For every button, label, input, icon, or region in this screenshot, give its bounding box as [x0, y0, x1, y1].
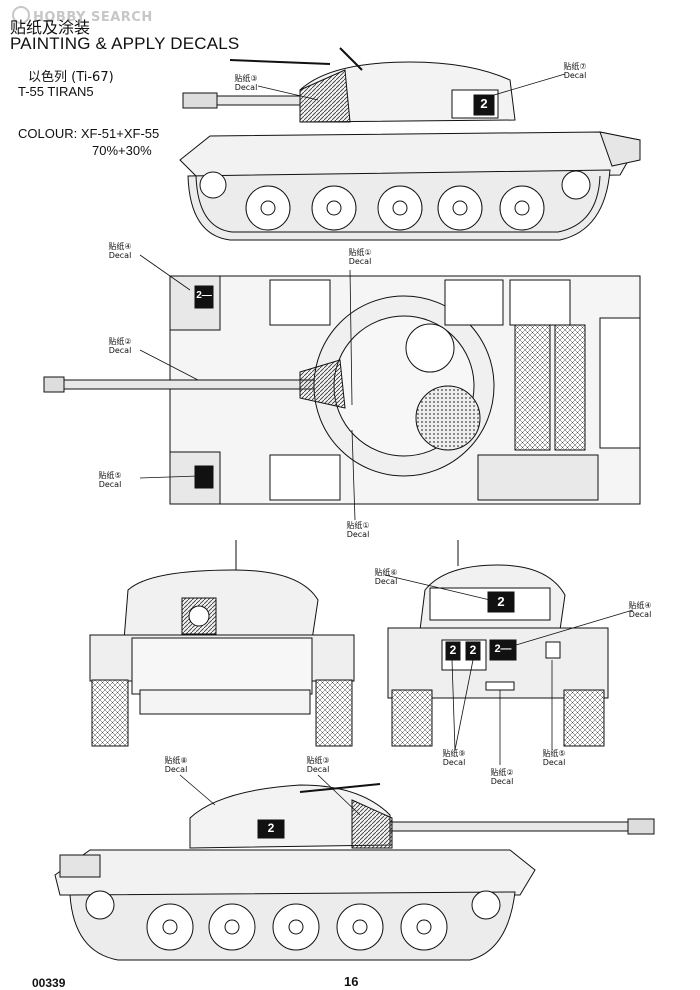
- colour-spec: COLOUR: XF-51+XF-55: [18, 126, 160, 141]
- front-view: [89, 540, 355, 747]
- callout-en: Decal: [234, 83, 258, 92]
- bottom-side-number: 2: [267, 821, 275, 835]
- callout-side-bot-8: 贴纸⑧ Decal: [156, 756, 196, 774]
- callout-rear-4: 贴纸④ Decal: [620, 601, 660, 619]
- colour-ratio: 70%+30%: [92, 143, 152, 158]
- callout-cn: 贴纸④: [628, 601, 652, 610]
- callout-en: Decal: [490, 777, 514, 786]
- callout-en: Decal: [348, 257, 372, 266]
- footer-code: 00339: [32, 976, 66, 990]
- callout-top-2: 贴纸② Decal: [100, 337, 140, 355]
- rear-number-a: 2: [449, 643, 457, 657]
- page-number: 16: [344, 974, 359, 989]
- callout-cn: 贴纸⑤: [542, 749, 566, 758]
- callout-cn: 贴纸⑦: [563, 62, 587, 71]
- callout-top-1a: 贴纸① Decal: [340, 248, 380, 266]
- callout-en: Decal: [164, 765, 188, 774]
- callout-top-5: 贴纸⑤ Decal: [90, 471, 130, 489]
- callout-side-top-7: 贴纸⑦ Decal: [555, 62, 595, 80]
- callout-cn: 贴纸②: [490, 768, 514, 777]
- callout-en: Decal: [306, 765, 330, 774]
- watermark: HOBBY SEARCH: [12, 6, 153, 25]
- callout-en: Decal: [108, 346, 132, 355]
- watermark-logo-icon: [12, 6, 30, 24]
- callout-rear-2: 贴纸② Decal: [482, 768, 522, 786]
- callout-cn: 贴纸⑧: [164, 756, 188, 765]
- callout-cn: 贴纸⑨: [442, 749, 466, 758]
- callout-side-top-3: 贴纸③ Decal: [226, 74, 266, 92]
- callout-cn: 贴纸①: [348, 248, 372, 257]
- callout-cn: 贴纸③: [306, 756, 330, 765]
- callout-en: Decal: [542, 758, 566, 767]
- watermark-text: HOBBY SEARCH: [33, 10, 153, 25]
- callout-en: Decal: [374, 577, 398, 586]
- callout-cn: 贴纸③: [234, 74, 258, 83]
- rear-view: [387, 540, 609, 747]
- side-view-bottom: [54, 783, 655, 961]
- rear-panel-number: 2: [497, 594, 505, 609]
- title-chinese: 贴纸及涂装: [10, 18, 91, 37]
- callout-side-bot-3: 贴纸③ Decal: [298, 756, 338, 774]
- rear-plate-number: 2—: [494, 643, 512, 655]
- subtitle-chinese: 以色列 (Ti-67): [28, 70, 114, 85]
- side-top-number: 2: [480, 96, 488, 111]
- callout-cn: 贴纸④: [108, 242, 132, 251]
- model-name: T-55 TIRAN5: [18, 84, 94, 99]
- callout-cn: 贴纸②: [108, 337, 132, 346]
- callout-rear-9: 贴纸⑨ Decal: [434, 749, 474, 767]
- top-view-number: 2—: [196, 290, 212, 301]
- callout-en: Decal: [442, 758, 466, 767]
- callout-top-4: 贴纸④ Decal: [100, 242, 140, 260]
- callout-cn: 贴纸①: [346, 521, 370, 530]
- callout-rear-6: 贴纸⑥ Decal: [366, 568, 406, 586]
- callout-en: Decal: [98, 480, 122, 489]
- rear-number-b: 2: [469, 643, 477, 657]
- side-view-top: [179, 47, 641, 241]
- callout-top-1b: 贴纸① Decal: [338, 521, 378, 539]
- top-view: [43, 275, 641, 505]
- callout-en: Decal: [628, 610, 652, 619]
- callout-en: Decal: [108, 251, 132, 260]
- callout-en: Decal: [563, 71, 587, 80]
- callout-en: Decal: [346, 530, 370, 539]
- side-top-number-plate: [473, 94, 495, 116]
- callout-rear-5: 贴纸⑤ Decal: [534, 749, 574, 767]
- callout-cn: 贴纸⑤: [98, 471, 122, 480]
- callout-cn: 贴纸⑥: [374, 568, 398, 577]
- title-english: PAINTING & APPLY DECALS: [10, 34, 240, 53]
